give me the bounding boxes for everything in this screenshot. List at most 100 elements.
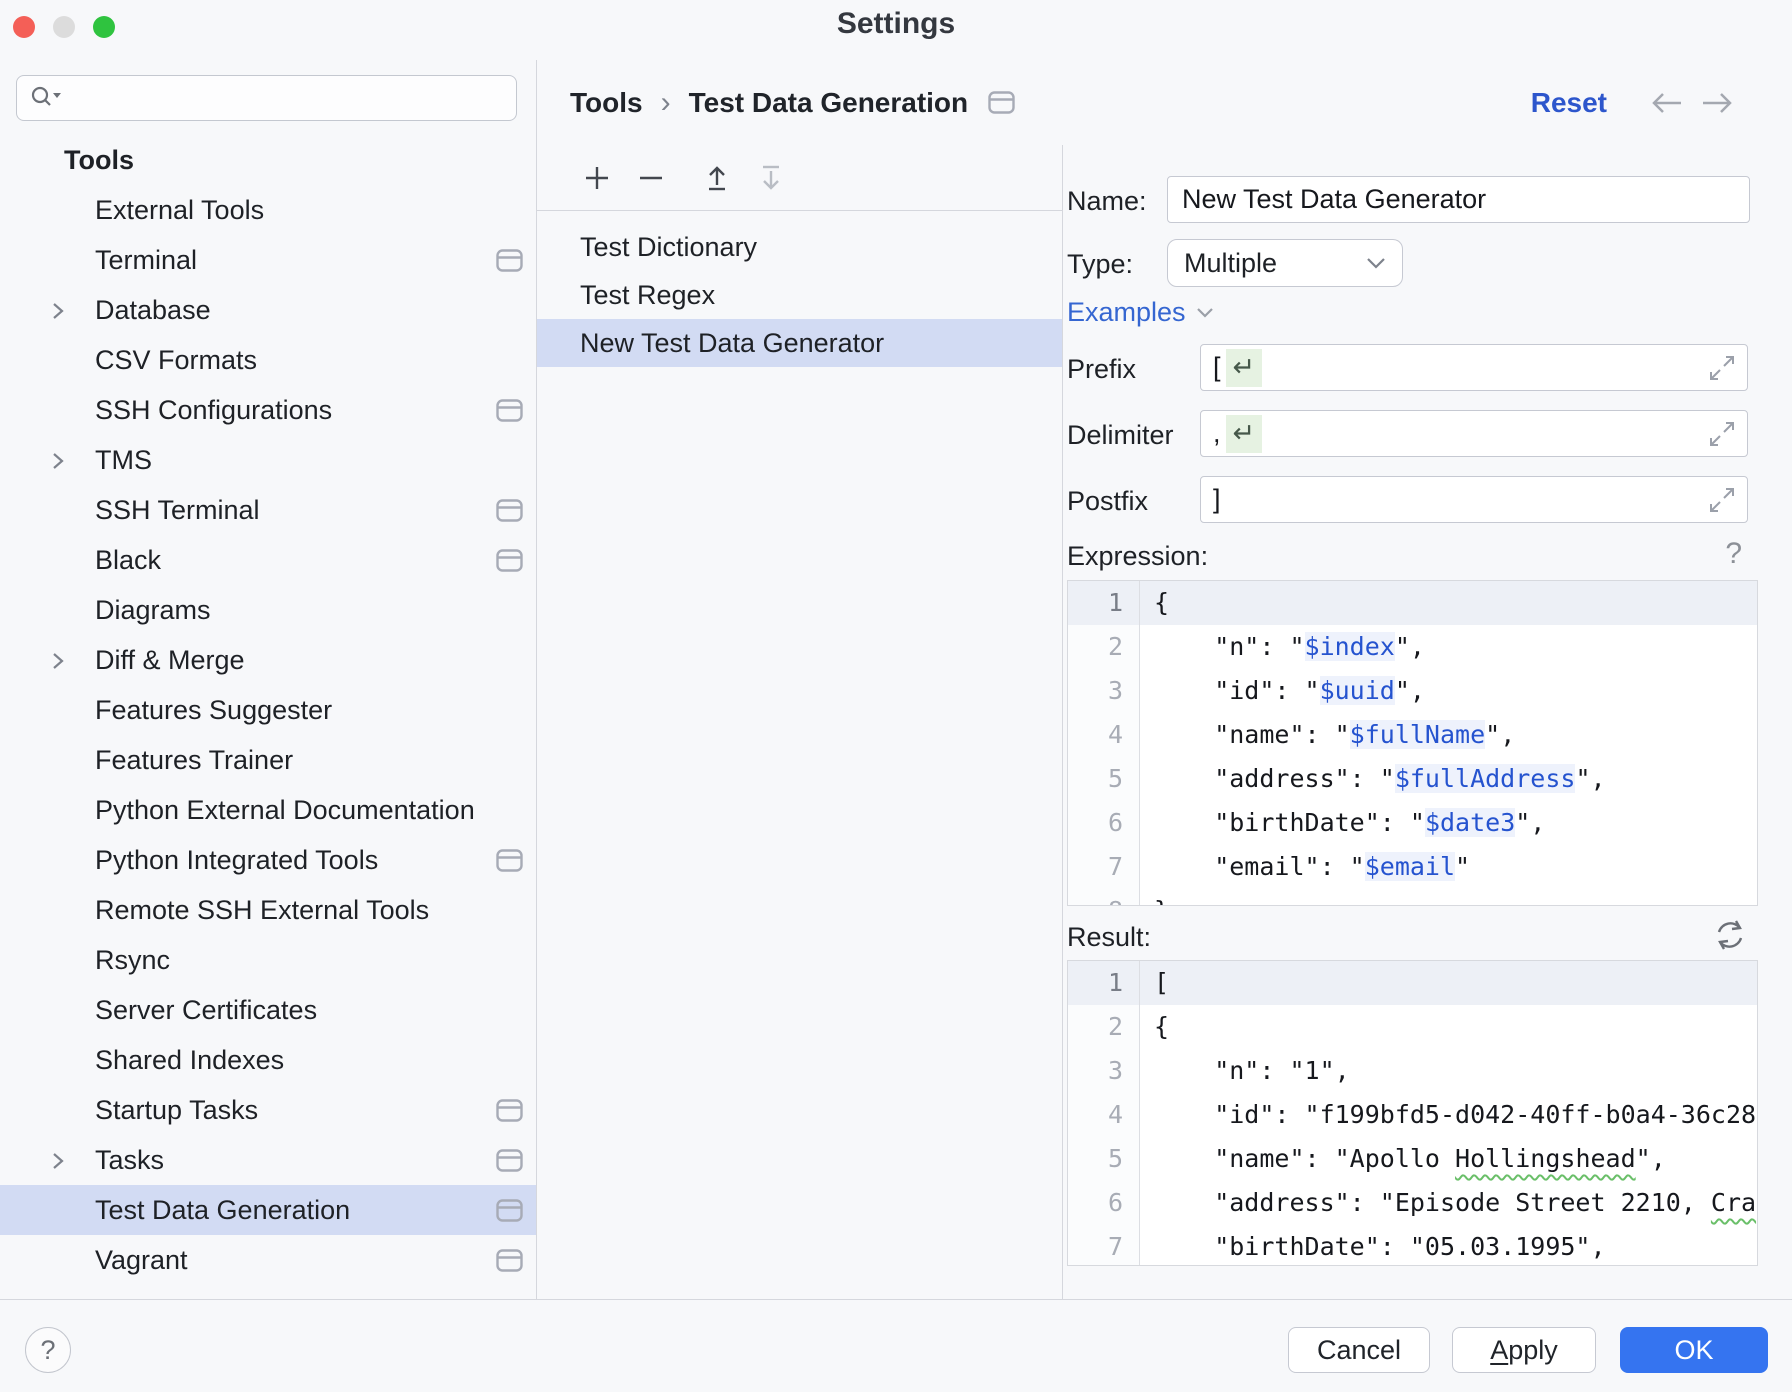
editor-line[interactable]: 5 "name": "Apollo Hollingshead", [1068, 1137, 1757, 1181]
forward-arrow-icon[interactable] [1699, 90, 1735, 116]
search-input[interactable] [69, 81, 516, 115]
editor-line[interactable]: 1 [ [1068, 961, 1757, 1005]
examples-link[interactable]: Examples [1067, 297, 1214, 328]
breadcrumb-tools[interactable]: Tools [570, 86, 643, 118]
sidebar-item-ssh-configurations[interactable]: SSH Configurations [0, 385, 536, 435]
result-editor[interactable]: 1 [ 2 { 3 "n": "1", 4 "id": "f199bfd5-d0… [1067, 960, 1758, 1266]
help-button[interactable]: ? [25, 1327, 71, 1373]
expression-editor[interactable]: 1 { 2 "n": "$index", 3 "id": "$uuid", 4 … [1067, 580, 1758, 906]
editor-line[interactable]: 4 "id": "f199bfd5-d042-40ff-b0a4-36c28 [1068, 1093, 1757, 1137]
code-line[interactable]: } [1140, 889, 1169, 905]
sidebar-item-ssh-terminal[interactable]: SSH Terminal [0, 485, 536, 535]
sidebar-item-features-suggester[interactable]: Features Suggester [0, 685, 536, 735]
line-number: 1 [1068, 581, 1140, 625]
question-icon: ? [40, 1334, 56, 1365]
chevron-right-icon[interactable] [52, 302, 64, 320]
tool-window-icon [496, 1249, 523, 1272]
chevron-right-icon[interactable] [52, 652, 64, 670]
cancel-button[interactable]: Cancel [1288, 1327, 1430, 1373]
sidebar-item-python-external-documentation[interactable]: Python External Documentation [0, 785, 536, 835]
postfix-label: Postfix [1067, 486, 1149, 516]
expand-field-icon[interactable] [1707, 353, 1737, 383]
code-text: [ [1154, 968, 1170, 997]
reset-link[interactable]: Reset [1530, 87, 1607, 118]
sidebar-item-csv-formats[interactable]: CSV Formats [0, 335, 536, 385]
sidebar-item-rsync[interactable]: Rsync [0, 935, 536, 985]
expand-field-icon[interactable] [1707, 419, 1737, 449]
sidebar-section-tools[interactable]: Tools [0, 135, 536, 185]
move-up-button[interactable] [701, 162, 733, 194]
back-arrow-icon[interactable] [1649, 90, 1685, 116]
generator-list-item-test-regex[interactable]: Test Regex [537, 271, 1062, 319]
chevron-right-icon[interactable] [52, 452, 64, 470]
sidebar-item-terminal[interactable]: Terminal [0, 235, 536, 285]
editor-line[interactable]: 6 "address": "Episode Street 2210, Cra [1068, 1181, 1757, 1225]
sidebar-item-label: Remote SSH External Tools [95, 894, 430, 925]
editor-line[interactable]: 2 "n": "$index", [1068, 625, 1757, 669]
sidebar-item-shared-indexes[interactable]: Shared Indexes [0, 1035, 536, 1085]
code-line[interactable]: { [1140, 1005, 1169, 1049]
editor-line[interactable]: 3 "id": "$uuid", [1068, 669, 1757, 713]
sidebar-item-diff-merge[interactable]: Diff & Merge [0, 635, 536, 685]
sidebar-item-remote-ssh-external-tools[interactable]: Remote SSH External Tools [0, 885, 536, 935]
code-line[interactable]: "birthDate": "05.03.1995", [1140, 1225, 1605, 1265]
name-input[interactable] [1167, 176, 1750, 223]
prefix-field[interactable]: [ ↵ [1200, 344, 1748, 391]
editor-line[interactable]: 1 { [1068, 581, 1757, 625]
settings-search-box[interactable] [16, 75, 517, 121]
remove-button[interactable] [635, 162, 667, 194]
sidebar-item-tms[interactable]: TMS [0, 435, 536, 485]
editor-line[interactable]: 6 "birthDate": "$date3", [1068, 801, 1757, 845]
code-line[interactable]: "id": "f199bfd5-d042-40ff-b0a4-36c28 [1140, 1093, 1756, 1137]
variable-token: $fullAddress [1394, 764, 1576, 793]
sidebar-item-features-trainer[interactable]: Features Trainer [0, 735, 536, 785]
editor-line[interactable]: 3 "n": "1", [1068, 1049, 1757, 1093]
editor-line[interactable]: 4 "name": "$fullName", [1068, 713, 1757, 757]
code-line[interactable]: "email": "$email" [1140, 845, 1470, 889]
code-line[interactable]: "birthDate": "$date3", [1140, 801, 1545, 845]
code-line[interactable]: "address": "Episode Street 2210, Cra [1140, 1181, 1756, 1225]
move-down-button[interactable] [755, 162, 787, 194]
code-line[interactable]: "id": "$uuid", [1140, 669, 1425, 713]
zoom-window-button[interactable] [93, 16, 115, 38]
sidebar-item-database[interactable]: Database [0, 285, 536, 335]
editor-line[interactable]: 2 { [1068, 1005, 1757, 1049]
sidebar-item-tasks[interactable]: Tasks [0, 1135, 536, 1185]
help-icon[interactable]: ? [1725, 537, 1742, 570]
code-line[interactable]: "name": "$fullName", [1140, 713, 1515, 757]
sidebar-item-external-tools[interactable]: External Tools [0, 185, 536, 235]
editor-line[interactable]: 8 } [1068, 889, 1757, 905]
sidebar-item-startup-tasks[interactable]: Startup Tasks [0, 1085, 536, 1135]
sidebar-item-vagrant[interactable]: Vagrant [0, 1235, 536, 1285]
sidebar-item-diagrams[interactable]: Diagrams [0, 585, 536, 635]
expand-field-icon[interactable] [1707, 485, 1737, 515]
code-line[interactable]: [ [1140, 961, 1169, 1005]
sidebar-item-test-data-generation[interactable]: Test Data Generation [0, 1185, 536, 1235]
sidebar-item-label: Features Trainer [95, 744, 294, 775]
delimiter-field[interactable]: , ↵ [1200, 410, 1748, 457]
apply-button-mnemonic: A [1490, 1334, 1509, 1365]
editor-line[interactable]: 7 "email": "$email" [1068, 845, 1757, 889]
ok-button[interactable]: OK [1620, 1327, 1768, 1373]
editor-line[interactable]: 7 "birthDate": "05.03.1995", [1068, 1225, 1757, 1265]
sidebar-item-python-integrated-tools[interactable]: Python Integrated Tools [0, 835, 536, 885]
code-line[interactable]: "n": "1", [1140, 1049, 1349, 1093]
add-button[interactable] [581, 162, 613, 194]
minimize-window-button[interactable] [53, 16, 75, 38]
sidebar-item-black[interactable]: Black [0, 535, 536, 585]
code-line[interactable]: "n": "$index", [1140, 625, 1425, 669]
type-select[interactable]: Multiple [1167, 239, 1403, 287]
chevron-right-icon[interactable] [52, 1152, 64, 1170]
code-line[interactable]: "address": "$fullAddress", [1140, 757, 1606, 801]
editor-line[interactable]: 5 "address": "$fullAddress", [1068, 757, 1757, 801]
code-line[interactable]: "name": "Apollo Hollingshead", [1140, 1137, 1666, 1181]
generator-list-item-test-dictionary[interactable]: Test Dictionary [537, 223, 1062, 271]
generator-list-item-new-test-data-generator[interactable]: New Test Data Generator [537, 319, 1062, 367]
refresh-icon[interactable] [1712, 917, 1748, 953]
sidebar-item-server-certificates[interactable]: Server Certificates [0, 985, 536, 1035]
code-line[interactable]: { [1140, 581, 1169, 625]
close-window-button[interactable] [13, 16, 35, 38]
postfix-field[interactable]: ] [1200, 476, 1748, 523]
